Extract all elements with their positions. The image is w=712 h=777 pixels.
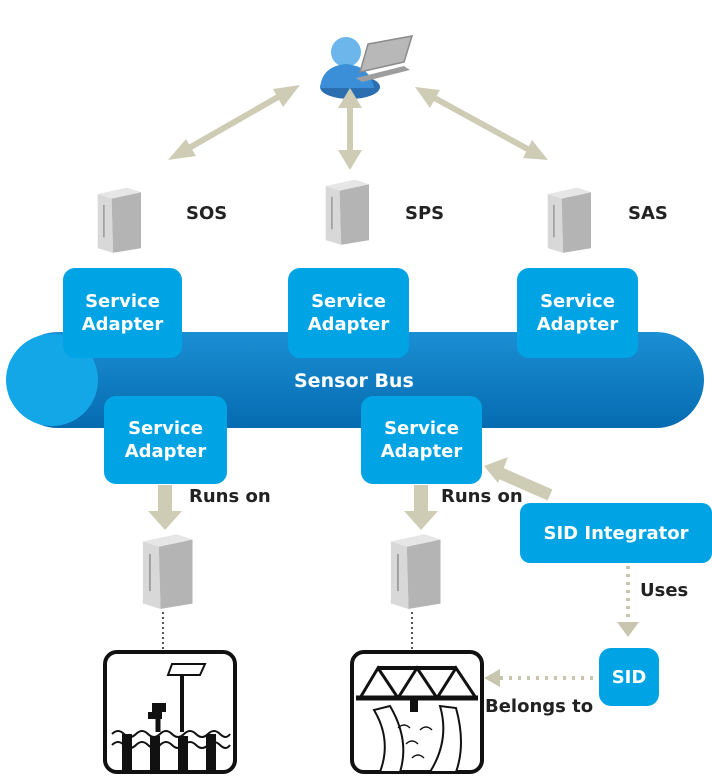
sos-label: SOS <box>186 203 228 224</box>
integrator-adapter-arrow <box>484 457 553 501</box>
sas-server-icon <box>546 187 592 254</box>
service-adapter-sensor-left[interactable]: Service Adapter <box>104 396 227 484</box>
adapter-label-line2: Adapter <box>81 314 164 335</box>
adapter-label-line2: Adapter <box>307 314 390 335</box>
runs-on-arrow-left <box>148 485 182 530</box>
adapter-label-line1: Service <box>85 291 160 312</box>
sid-integrator-box[interactable]: SID Integrator <box>520 503 712 563</box>
runs-on-label-right: Runs on <box>441 486 523 507</box>
service-adapter-sps[interactable]: Service Adapter <box>288 268 409 358</box>
adapter-label-line2: Adapter <box>124 441 207 462</box>
adapter-label-line1: Service <box>128 418 203 439</box>
sid-box[interactable]: SID <box>599 648 659 706</box>
sas-label: SAS <box>628 203 668 224</box>
runs-on-label-left: Runs on <box>189 486 271 507</box>
uses-arrow <box>617 566 639 637</box>
uses-label: Uses <box>640 580 689 601</box>
sensor-bus-label: Sensor Bus <box>294 370 414 392</box>
sensor-server-icon-left <box>141 533 194 610</box>
service-adapter-sas[interactable]: Service Adapter <box>517 268 638 358</box>
sps-label: SPS <box>405 203 445 224</box>
user-sps-arrow <box>338 88 362 170</box>
water-sensor-station-icon <box>103 650 237 774</box>
sensor-server-icon-right <box>389 533 442 610</box>
belongs-to-label: Belongs to <box>485 696 594 717</box>
service-adapter-sensor-right[interactable]: Service Adapter <box>361 396 482 484</box>
adapter-label-line1: Service <box>540 291 615 312</box>
adapter-label-line2: Adapter <box>380 441 463 462</box>
bridge-sensor-station-icon <box>350 650 484 774</box>
sps-server-icon <box>324 179 370 246</box>
adapter-label-line2: Adapter <box>536 314 619 335</box>
user-laptop-icon <box>320 35 414 99</box>
runs-on-arrow-right <box>404 485 438 530</box>
adapter-label-line1: Service <box>384 418 459 439</box>
service-adapter-sos[interactable]: Service Adapter <box>63 268 182 358</box>
user-sos-arrow <box>168 85 300 160</box>
sos-server-icon <box>96 187 142 254</box>
sid-label: SID <box>611 666 647 688</box>
sid-integrator-label: SID Integrator <box>543 522 689 544</box>
belongs-to-arrow <box>484 669 596 687</box>
user-sas-arrow <box>415 87 548 160</box>
adapter-label-line1: Service <box>311 291 386 312</box>
